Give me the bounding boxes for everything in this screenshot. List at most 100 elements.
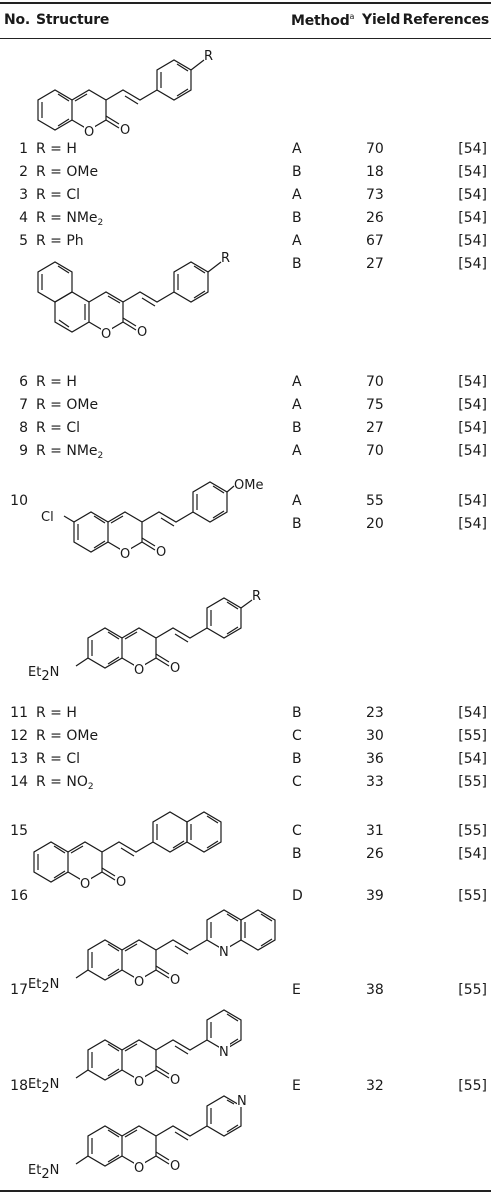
row-substituent: R = OMe xyxy=(36,164,98,180)
row-reference: [55] xyxy=(458,982,487,998)
row-yield: 39 xyxy=(366,888,384,904)
row-method: A xyxy=(292,187,302,203)
substituent-text: R = Cl xyxy=(36,751,81,767)
row-number: 9 xyxy=(19,443,28,459)
substituent-text: R = Cl xyxy=(36,187,81,203)
methoxy-label: OMe xyxy=(234,478,263,493)
substituent-text: R = NMe xyxy=(36,210,98,226)
carbonyl-oxygen-label: O xyxy=(170,661,180,676)
row-number: 2 xyxy=(19,164,28,180)
substituent-subscript: 2 xyxy=(97,451,104,461)
row-number: 12 xyxy=(10,728,28,744)
diethylamino-label: Et2N xyxy=(28,665,59,684)
row-yield: 31 xyxy=(366,823,384,839)
header-yield: Yield xyxy=(362,12,401,28)
diethylamino-label: Et2N xyxy=(28,977,59,996)
row-number: 3 xyxy=(19,187,28,203)
ring-oxygen-label: O xyxy=(80,877,90,892)
row-number: 8 xyxy=(19,420,28,436)
substituent-text: R = OMe xyxy=(36,728,99,744)
bottom-rule xyxy=(0,1190,491,1192)
row-substituent: R = H xyxy=(36,374,77,390)
row-number: 11 xyxy=(10,705,28,721)
ring-oxygen-label: O xyxy=(134,1075,144,1090)
row-number: 1 xyxy=(19,141,28,157)
row-reference: [55] xyxy=(458,1078,487,1094)
carbonyl-oxygen-label: O xyxy=(137,325,147,340)
row-substituent: R = OMe xyxy=(36,728,98,744)
carbonyl-oxygen-label: O xyxy=(116,875,126,890)
row-substituent: R = Ph xyxy=(36,233,84,249)
header-references: References xyxy=(402,12,490,28)
row-number: 18 xyxy=(10,1078,28,1094)
row-method: A xyxy=(292,374,302,390)
row-substituent: R = NMe2 xyxy=(36,443,103,464)
row-substituent: R = Cl xyxy=(36,187,80,203)
ring-oxygen-label: O xyxy=(134,975,144,990)
row-yield: 32 xyxy=(366,1078,384,1094)
row-number: 16 xyxy=(10,888,28,904)
carbonyl-oxygen-label: O xyxy=(156,545,166,560)
row-yield: 55 xyxy=(366,493,384,509)
row-yield: 70 xyxy=(366,443,384,459)
substituent-subscript: 2 xyxy=(87,782,94,792)
row-reference: [54] xyxy=(458,164,487,180)
header-no: No. xyxy=(4,12,31,28)
structure-diethylaminocoumarin: O O Et2N R xyxy=(28,589,261,684)
row-yield: 73 xyxy=(366,187,384,203)
r-substituent-label: R xyxy=(252,589,261,604)
header-method-label: Method xyxy=(291,13,350,29)
row-reference: [54] xyxy=(458,233,487,249)
structure-quinolinylvinylcoumarin: O O N Et2N xyxy=(28,909,276,996)
row-method: B xyxy=(292,751,302,767)
structure-chlorocoumarin-methoxy: O O Cl OMe xyxy=(41,478,263,562)
pyridine-nitrogen-label: N xyxy=(237,1094,247,1109)
row-reference: [54] xyxy=(458,846,487,862)
row-method: B xyxy=(292,516,302,532)
row-method: C xyxy=(292,823,302,839)
carbonyl-oxygen-label: O xyxy=(120,123,130,138)
structure-benzocoumarin: O O R xyxy=(37,251,230,342)
r-substituent-label: R xyxy=(204,49,213,64)
row-yield: 70 xyxy=(366,374,384,390)
row-substituent: R = OMe xyxy=(36,397,98,413)
row-reference: [54] xyxy=(458,493,487,509)
row-yield: 18 xyxy=(366,164,384,180)
benzo-ring xyxy=(37,89,73,131)
ring-oxygen-label: O xyxy=(120,547,130,562)
row-method: D xyxy=(292,888,303,904)
row-method: B xyxy=(292,164,302,180)
row-substituent: R = NO2 xyxy=(36,774,94,795)
row-number: 13 xyxy=(10,751,28,767)
substituent-text: R = Ph xyxy=(36,233,84,249)
row-yield: 67 xyxy=(366,233,384,249)
row-reference: [54] xyxy=(458,751,487,767)
ring-oxygen-label: O xyxy=(134,663,144,678)
ring-oxygen-label: O xyxy=(101,327,111,342)
row-number: 7 xyxy=(19,397,28,413)
diethylamino-label: Et2N xyxy=(28,1077,59,1096)
row-yield: 38 xyxy=(366,982,384,998)
row-reference: [54] xyxy=(458,516,487,532)
row-method: A xyxy=(292,141,302,157)
chloro-label: Cl xyxy=(41,510,54,525)
structure-4-pyridylvinylcoumarin: N O O Et2N xyxy=(28,1093,248,1182)
carbonyl-oxygen-label: O xyxy=(170,973,180,988)
row-method: B xyxy=(292,420,302,436)
row-yield: 26 xyxy=(366,210,384,226)
row-yield: 33 xyxy=(366,774,384,790)
substituent-subscript: 2 xyxy=(97,218,104,228)
row-method: E xyxy=(292,982,301,998)
row-method: E xyxy=(292,1078,301,1094)
row-substituent: R = NMe2 xyxy=(36,210,103,231)
row-method: A xyxy=(292,443,302,459)
row-method: A xyxy=(292,233,302,249)
quinoline-nitrogen-label: N xyxy=(219,945,229,960)
top-rule xyxy=(0,2,491,4)
row-method: A xyxy=(292,397,302,413)
row-reference: [54] xyxy=(458,397,487,413)
row-method: C xyxy=(292,728,302,744)
row-yield: 26 xyxy=(366,846,384,862)
header-method: Methoda xyxy=(291,12,354,29)
row-yield: 27 xyxy=(366,256,384,272)
